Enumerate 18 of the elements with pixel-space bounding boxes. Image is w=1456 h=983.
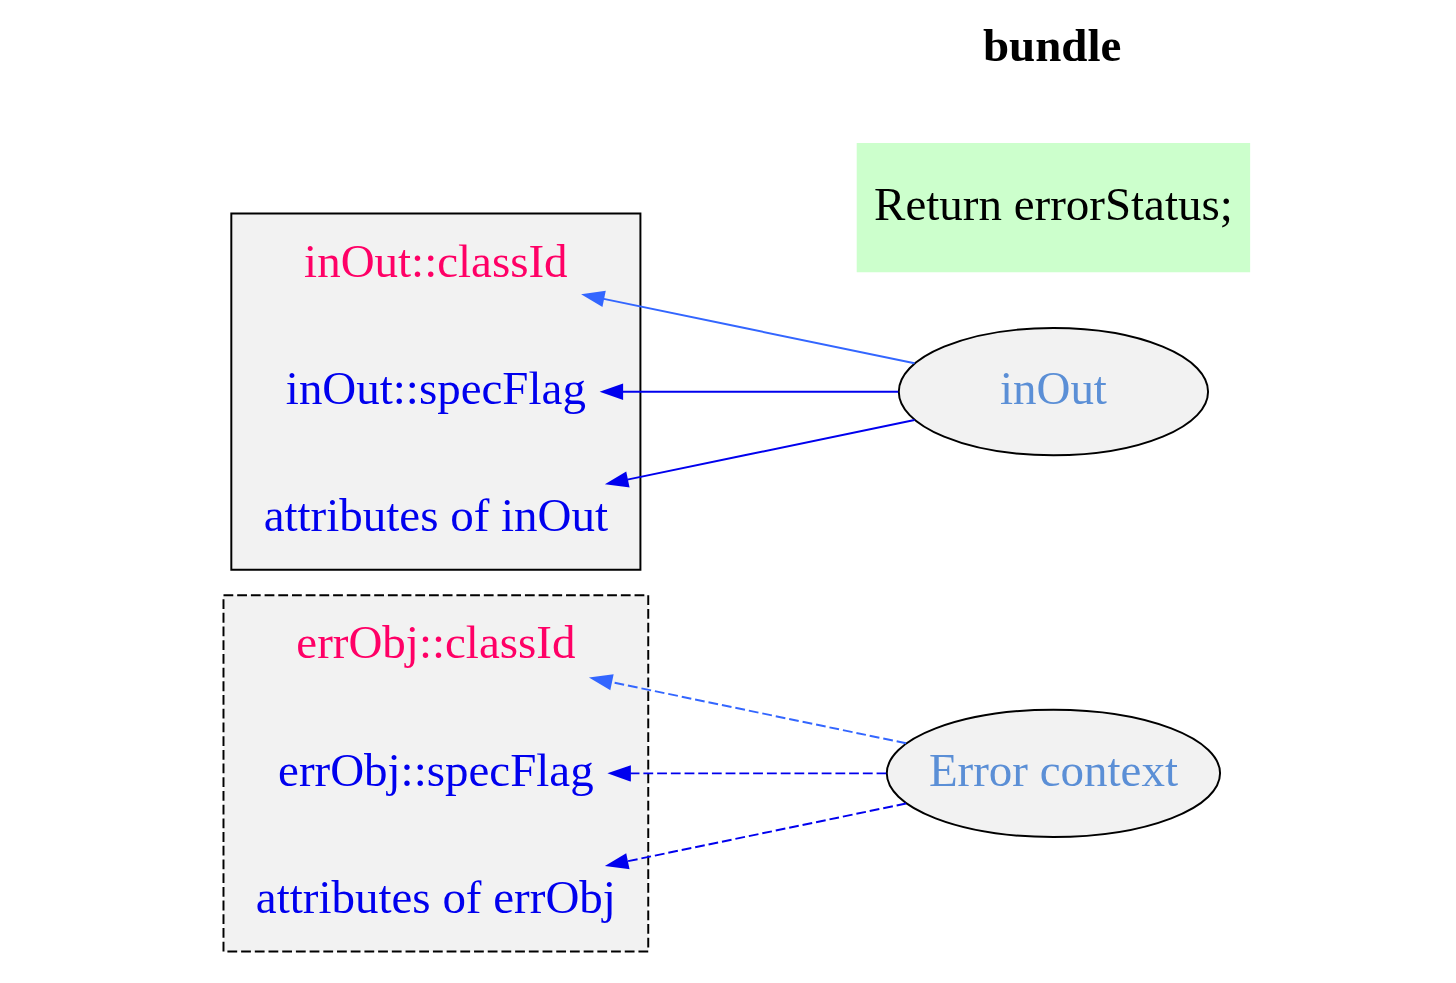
node-text: inOut::specFlag bbox=[285, 361, 586, 414]
node-text: errObj::classId bbox=[295, 616, 575, 669]
cluster bbox=[222, 594, 649, 953]
node-ellipse: inOut bbox=[897, 327, 1209, 457]
node-ellipse: Error context bbox=[885, 708, 1221, 838]
arrow bbox=[588, 674, 907, 745]
node-text: errObj::specFlag bbox=[277, 743, 594, 796]
label: bundle bbox=[982, 19, 1121, 72]
arrow bbox=[580, 290, 915, 365]
node-text: inOut::classId bbox=[303, 234, 568, 287]
arrow bbox=[606, 765, 887, 782]
node-text: attributes of inOut bbox=[263, 489, 608, 542]
node-text: attributes of errObj bbox=[255, 870, 616, 923]
arrow bbox=[604, 419, 915, 488]
cluster bbox=[229, 212, 641, 571]
arrow bbox=[599, 383, 899, 400]
arrow bbox=[604, 802, 907, 870]
node-box: Return errorStatus; bbox=[856, 143, 1250, 273]
